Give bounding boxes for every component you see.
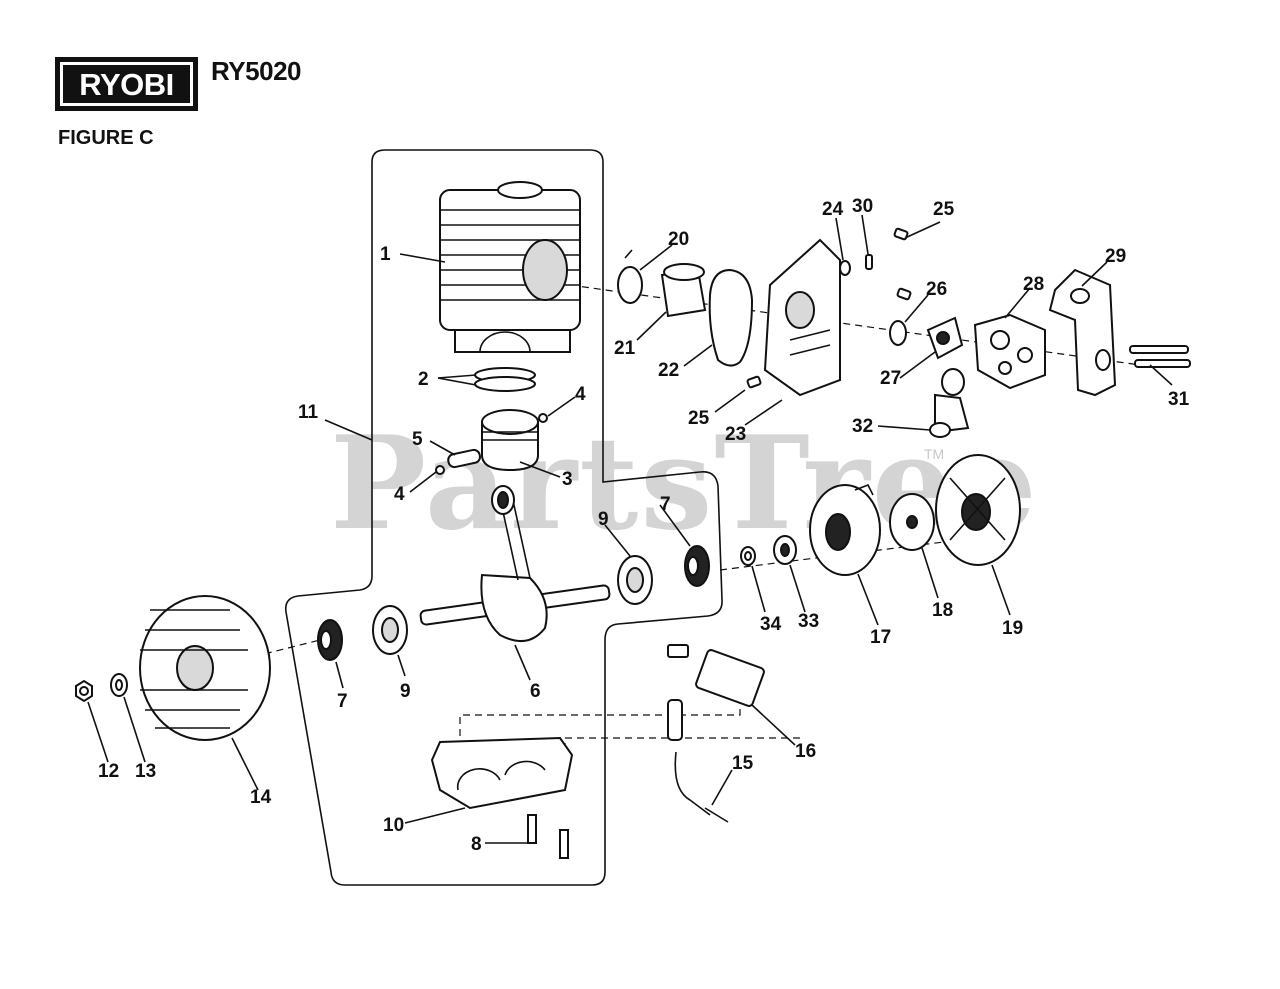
air-box-base-part [763, 238, 841, 397]
thrust-washer-part [740, 546, 756, 566]
callout-23: 23 [725, 424, 746, 445]
axis-ignition-2 [564, 737, 800, 750]
screw-small-part [746, 227, 912, 389]
callout-22: 22 [658, 360, 679, 381]
model-number: RY5020 [211, 56, 302, 86]
seal-right-part [684, 545, 710, 587]
callout-4-upper: 4 [575, 384, 586, 405]
piston-clip-left [435, 465, 445, 475]
ignition-coil-part [667, 644, 765, 741]
callout-31: 31 [1168, 389, 1190, 410]
callout-14: 14 [250, 787, 272, 808]
small-washer-part [839, 260, 851, 276]
callout-32: 32 [852, 416, 873, 437]
callout-16: 16 [795, 741, 816, 762]
callout-25-upper: 25 [933, 199, 955, 220]
figure-title: FIGURE C [58, 127, 154, 149]
spacer-part [773, 535, 797, 565]
carburetor-part [973, 313, 1046, 390]
callout-12: 12 [98, 761, 119, 782]
callout-7-right: 7 [660, 494, 671, 515]
callout-34: 34 [760, 614, 782, 635]
callout-26: 26 [926, 279, 947, 300]
starter-pulley-part [809, 483, 881, 576]
callout-9-right: 9 [598, 509, 609, 530]
callout-20: 20 [668, 229, 689, 250]
callout-33: 33 [798, 611, 819, 632]
crankshaft-part [419, 485, 611, 643]
callout-30: 30 [852, 196, 873, 217]
axis-ignition [459, 700, 741, 760]
engine-group-outline [284, 149, 723, 886]
elbow-part [929, 368, 970, 438]
callout-17: 17 [870, 627, 891, 648]
callout-6: 6 [530, 681, 541, 702]
callout-19: 19 [1002, 618, 1023, 639]
callout-21: 21 [614, 338, 636, 359]
callout-28: 28 [1023, 274, 1044, 295]
nut-part [75, 679, 93, 703]
callout-13: 13 [135, 761, 156, 782]
crankcase-part [430, 736, 574, 810]
callout-27: 27 [880, 368, 901, 389]
callout-2: 2 [418, 369, 429, 390]
callout-4-lower: 4 [394, 484, 405, 505]
callout-9-left: 9 [400, 681, 411, 702]
circlip-part [889, 320, 907, 346]
piston-clip-right [538, 413, 548, 423]
callout-labels: 1 2 4 11 5 3 4 7 9 7 9 6 12 13 14 10 8 1… [98, 196, 1190, 855]
callout-25-lower: 25 [688, 408, 710, 429]
clutch-drum-part [935, 454, 1021, 566]
intake-manifold-part [660, 263, 707, 318]
clamp-part [617, 249, 643, 304]
screw-part [527, 814, 569, 859]
logo-text: RYOBI [79, 66, 174, 102]
callout-29: 29 [1105, 246, 1126, 267]
clutch-washer-part [889, 493, 935, 551]
callout-1: 1 [380, 244, 391, 265]
callout-3: 3 [562, 469, 573, 490]
callout-5: 5 [412, 429, 423, 450]
washer-part [110, 673, 128, 697]
gasket-part [708, 268, 754, 367]
bearing-right-part [617, 555, 653, 605]
piston-part [481, 409, 539, 472]
fuel-line-part [674, 751, 729, 823]
callout-10: 10 [383, 815, 404, 836]
seal-left-part [317, 619, 343, 661]
cylinder-part [439, 181, 581, 353]
bearing-left-part [372, 605, 408, 655]
ryobi-logo: RYOBI [55, 57, 198, 111]
callout-15: 15 [732, 753, 754, 774]
watermark-trademark: TM [924, 446, 945, 462]
air-filter-cover-part [1048, 268, 1117, 397]
long-bolt-part [1129, 345, 1191, 368]
piston-rings-part [474, 367, 536, 392]
callout-11: 11 [298, 402, 319, 423]
callout-24: 24 [822, 199, 844, 220]
callout-8: 8 [471, 834, 482, 855]
flywheel-part [139, 595, 271, 741]
leader-lines [87, 214, 1173, 844]
piston-pin-part [447, 448, 481, 469]
callout-18: 18 [932, 600, 953, 621]
carb-gasket-part [926, 316, 964, 360]
callout-7-left: 7 [337, 691, 348, 712]
